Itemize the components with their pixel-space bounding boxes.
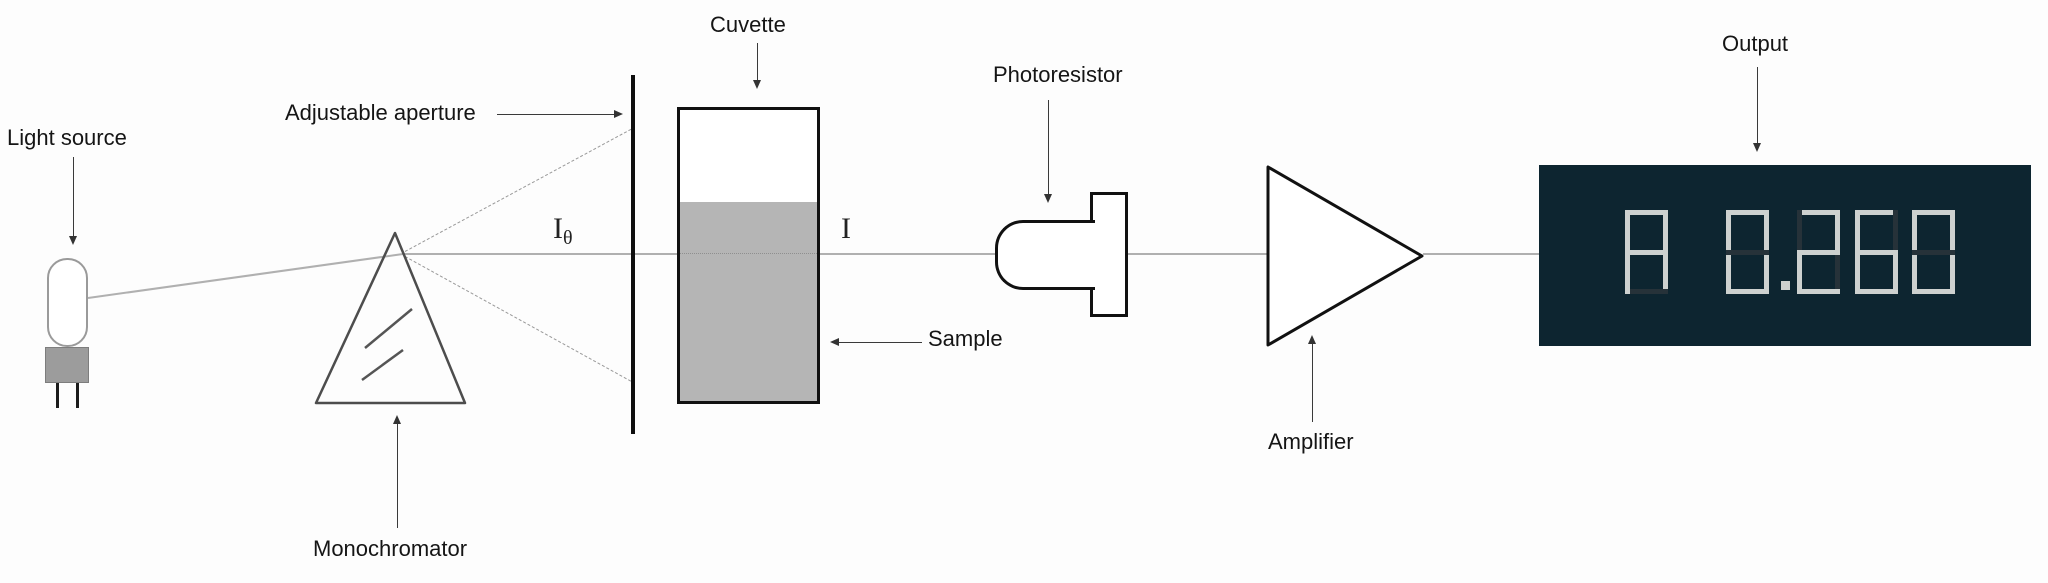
segment-e	[1855, 250, 1860, 294]
segment-d	[1912, 289, 1955, 294]
seven-segment-digit	[1625, 210, 1668, 294]
sample-liquid	[680, 202, 817, 401]
photoresistor-label: Photoresistor	[993, 62, 1123, 87]
monochromator-label: Monochromator	[313, 536, 468, 561]
beam-through-sample	[680, 253, 817, 254]
segment-a	[1726, 210, 1769, 215]
incident-intensity-subscript: θ	[563, 227, 573, 249]
sample-arrowhead-icon	[830, 338, 839, 346]
segment-f	[1726, 210, 1731, 254]
segment-b	[1764, 210, 1769, 254]
adjustable-aperture-arrowhead-icon	[614, 110, 623, 118]
amplifier-arrow	[1312, 344, 1313, 422]
photoresistor-dome	[995, 220, 1095, 290]
photoresistor-arrowhead-icon	[1044, 194, 1052, 203]
sample-arrow	[839, 342, 922, 343]
segment-g	[1912, 250, 1955, 255]
segment-e	[1726, 250, 1731, 294]
amplifier-label: Amplifier	[1268, 429, 1354, 454]
segment-d	[1855, 289, 1898, 294]
cuvette-body	[677, 107, 820, 404]
seven-segment-digit	[1912, 210, 1955, 294]
incident-intensity-symbol: I	[553, 212, 563, 245]
monochromator-arrow	[397, 424, 398, 528]
segment-g	[1726, 250, 1769, 255]
segment-c	[1893, 250, 1898, 294]
photoresistor-plate	[1090, 192, 1128, 317]
segment-d	[1797, 289, 1840, 294]
segment-d	[1625, 289, 1668, 294]
segment-c	[1950, 250, 1955, 294]
segment-e	[1625, 250, 1630, 294]
segment-g	[1855, 250, 1898, 255]
amplifier-triangle	[1266, 165, 1424, 347]
seven-segment-digit	[1726, 210, 1769, 294]
light-source-label: Light source	[7, 125, 127, 150]
cuvette-label: Cuvette	[710, 12, 786, 37]
segment-e	[1912, 250, 1917, 294]
transmitted-intensity-symbol: I	[841, 212, 851, 245]
output-arrow	[1757, 67, 1758, 144]
segment-a	[1797, 210, 1840, 215]
segment-f	[1625, 210, 1630, 254]
segment-b	[1663, 210, 1668, 254]
adjustable-aperture-label: Adjustable aperture	[285, 100, 476, 125]
aperture-bar	[631, 75, 635, 434]
bulb-pin-right	[76, 383, 79, 408]
cuvette-arrowhead-icon	[753, 80, 761, 89]
output-display	[1539, 165, 2031, 346]
amplifier-arrowhead-icon	[1308, 335, 1316, 344]
segment-g	[1797, 250, 1840, 255]
light-source-arrowhead-icon	[69, 236, 77, 245]
light-bulb-base	[45, 347, 89, 383]
segment-e	[1797, 250, 1802, 294]
beam-amplifier-to-display	[1423, 253, 1539, 255]
segment-a	[1912, 210, 1955, 215]
bulb-pin-left	[56, 383, 59, 408]
segment-f	[1797, 210, 1802, 254]
decimal-point	[1781, 281, 1790, 290]
segment-f	[1912, 210, 1917, 254]
output-label: Output	[1722, 31, 1789, 56]
segment-c	[1663, 250, 1668, 294]
segment-a	[1855, 210, 1898, 215]
segment-b	[1893, 210, 1898, 254]
segment-d	[1726, 289, 1769, 294]
monochromator-arrowhead-icon	[393, 415, 401, 424]
beam-photoresistor-to-amplifier	[1128, 253, 1268, 255]
cuvette-arrow	[757, 43, 758, 81]
adjustable-aperture-arrow	[497, 114, 615, 115]
segment-f	[1855, 210, 1860, 254]
segment-g	[1625, 250, 1668, 255]
output-arrowhead-icon	[1753, 143, 1761, 152]
seven-segment-digit	[1855, 210, 1898, 294]
segment-b	[1950, 210, 1955, 254]
transmitted-intensity-label: I	[841, 212, 851, 246]
seven-segment-digit	[1797, 210, 1840, 294]
sample-label: Sample	[928, 326, 1003, 351]
incident-intensity-label: Iθ	[553, 212, 573, 249]
photoresistor-arrow	[1048, 100, 1049, 195]
light-source-arrow	[73, 157, 74, 237]
monochromator-prism	[314, 231, 467, 405]
light-bulb-capsule	[47, 258, 88, 347]
segment-b	[1835, 210, 1840, 254]
segment-c	[1835, 250, 1840, 294]
segment-c	[1764, 250, 1769, 294]
segment-a	[1625, 210, 1668, 215]
